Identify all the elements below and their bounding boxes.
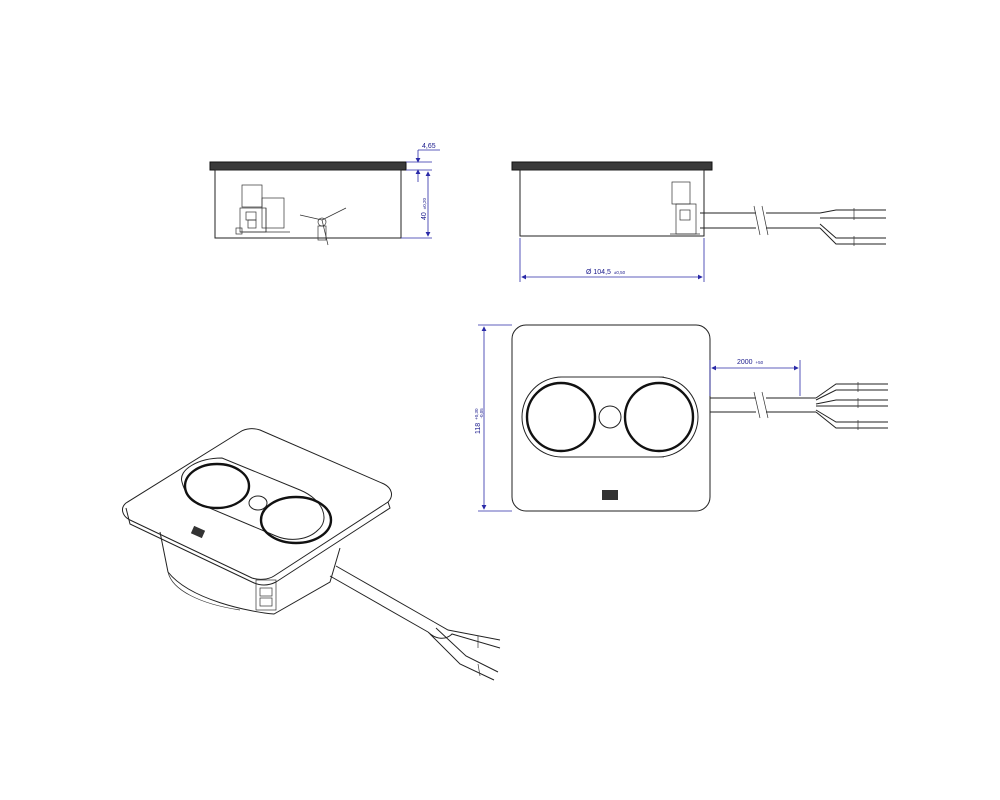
flange-thickness-label: 4,65 (422, 143, 436, 150)
svg-text:40 ±0,20: 40 ±0,20 (421, 198, 428, 220)
iso-brand-mark (190, 525, 206, 539)
svg-text:Ø 104,5 ±0,50: Ø 104,5 ±0,50 (586, 269, 626, 276)
dim-diameter: Ø 104,5 ±0,50 (519, 238, 705, 282)
socket-right (623, 381, 695, 453)
iso-connector (255, 579, 277, 611)
iso-housing (159, 531, 341, 615)
iso-plate (122, 428, 392, 580)
isometric-view (122, 428, 501, 681)
dim-cable-length: 2000 +50 (709, 359, 801, 396)
terminal-block-right (670, 181, 700, 235)
side-view-left: 4,65 40 ±0,20 (209, 143, 440, 246)
height-tolerance-upper: +0,30 (474, 408, 479, 420)
housing-body-right (519, 169, 705, 237)
svg-text:118 +0,30 -0,0: 118 +0,30 -0,05 (473, 407, 484, 434)
flange-plate-right (511, 161, 713, 171)
dim-depth: 40 ±0,20 (401, 171, 432, 239)
iso-socket-right (259, 495, 333, 545)
center-button (598, 405, 622, 429)
face-plate (511, 324, 711, 512)
top-view: 2000 +50 118 +0,30 -0,05 (473, 324, 888, 512)
iso-center-button (248, 495, 268, 511)
side-view-right: Ø 104,5 ±0,50 (511, 161, 886, 282)
iso-cable (329, 565, 501, 681)
cable-length-tolerance: +50 (756, 360, 764, 365)
dim-flange-thickness: 4,65 (406, 143, 440, 182)
depth-value: 40 (421, 212, 428, 220)
terminal-block (235, 184, 290, 235)
brand-mark (602, 490, 618, 500)
dim-height: 118 +0,30 -0,05 (473, 324, 512, 512)
spring-clip (299, 207, 347, 246)
housing-body (214, 169, 402, 239)
socket-recess (521, 376, 699, 458)
depth-tolerance: ±0,20 (422, 198, 427, 210)
svg-text:2000 +50: 2000 +50 (737, 359, 764, 366)
iso-recess (181, 457, 325, 540)
flange-plate (209, 161, 407, 171)
socket-left (525, 381, 597, 453)
cable-right (700, 205, 886, 246)
height-tolerance-lower: -0,05 (479, 408, 484, 419)
iso-socket-left (183, 462, 251, 510)
diameter-tolerance: ±0,50 (614, 270, 626, 275)
cable-top-view (710, 382, 888, 430)
diameter-value: Ø 104,5 (586, 269, 611, 276)
height-value: 118 (475, 423, 482, 434)
cable-length-value: 2000 (737, 359, 753, 366)
